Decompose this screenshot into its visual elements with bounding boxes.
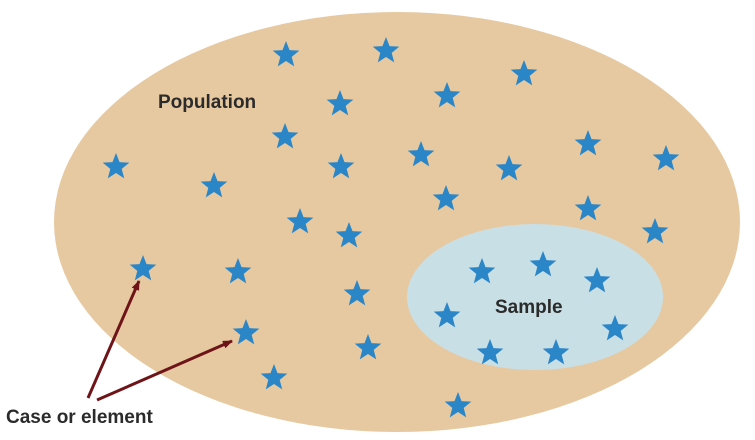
star-icon [327,153,355,179]
arrow-icon [86,280,141,399]
star-icon [129,255,157,281]
star-icon [574,195,602,221]
star-icon [476,339,504,365]
population-label: Population [158,92,257,113]
star-icon [433,82,461,108]
star-icon [272,41,300,67]
star-icon [432,185,460,211]
star-icon [583,267,611,293]
star-icon [343,280,371,306]
star-icon [335,222,363,248]
star-icon [641,218,669,244]
star-layer [102,37,680,418]
sample-ellipse [407,224,663,370]
star-icon [433,302,461,328]
star-icon [354,334,382,360]
star-icon [529,251,557,277]
star-icon [468,258,496,284]
star-icon [444,392,472,418]
arrow-layer [86,280,233,402]
star-icon [224,258,252,284]
star-icon [542,339,570,365]
case-or-element-label: Case or element [6,407,153,428]
arrow-icon [96,339,233,402]
star-icon [652,145,680,171]
star-icon [574,130,602,156]
sample-label: Sample [495,297,563,318]
star-icon [495,155,523,181]
star-icon [232,319,260,345]
star-icon [102,153,130,179]
star-icon [407,141,435,167]
star-icon [510,60,538,86]
star-icon [271,123,299,149]
star-icon [601,315,629,341]
star-icon [372,37,400,63]
star-icon [260,364,288,390]
star-icon [200,172,228,198]
star-icon [286,208,314,234]
star-icon [326,90,354,116]
population-ellipse [54,12,740,432]
